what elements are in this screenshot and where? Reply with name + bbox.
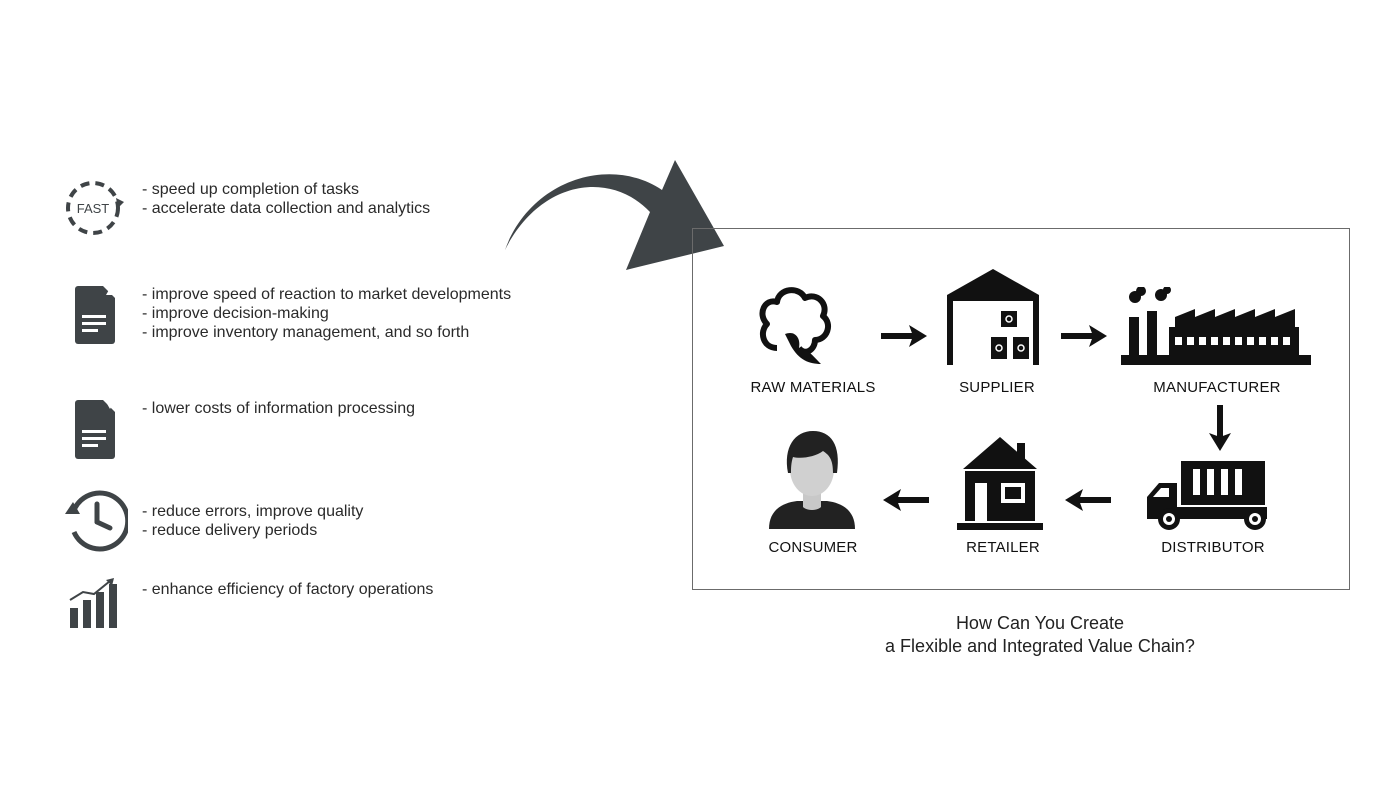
node-label-consumer: CONSUMER: [768, 539, 858, 556]
node-label-supplier: SUPPLIER: [959, 379, 1035, 396]
svg-text:FAST: FAST: [77, 201, 110, 216]
caption-line-2: a Flexible and Integrated Value Chain?: [885, 636, 1195, 656]
growth-chart-icon: [62, 578, 128, 630]
benefit-line: - improve decision-making: [142, 305, 329, 322]
benefit-line: - reduce errors, improve quality: [142, 503, 364, 520]
benefit-line: - lower costs of information processing: [142, 400, 415, 417]
benefit-line: - improve speed of reaction to market de…: [142, 286, 512, 303]
node-label-raw-materials: RAW MATERIALS: [750, 379, 876, 396]
arrow-left-icon: [1065, 489, 1111, 511]
document-down-icon: [62, 398, 128, 460]
fast-clock-icon: FAST: [62, 180, 128, 238]
history-clock-icon: [62, 488, 128, 552]
benefit-item-errors: - reduce errors, improve quality - reduc…: [62, 488, 363, 552]
factory-icon: [1121, 287, 1311, 365]
arrow-down-icon: [1209, 405, 1231, 451]
diagram-caption: How Can You Create a Flexible and Integr…: [840, 612, 1240, 658]
benefit-line: - enhance efficiency of factory operatio…: [142, 581, 434, 598]
node-label-manufacturer: MANUFACTURER: [1153, 379, 1281, 396]
benefit-item-reaction: - improve speed of reaction to market de…: [62, 285, 511, 345]
store-icon: [957, 437, 1043, 530]
document-up-icon: [62, 285, 128, 345]
node-label-retailer: RETAILER: [966, 539, 1040, 556]
curved-arrow-icon: [505, 160, 724, 270]
truck-icon: [1147, 461, 1267, 530]
caption-line-1: How Can You Create: [955, 613, 1125, 633]
benefit-line: - improve inventory management, and so f…: [142, 324, 470, 341]
cotton-icon: [759, 287, 832, 364]
value-chain-panel: RAW MATERIALS SUPPLIER MANUFA: [692, 228, 1350, 590]
arrow-right-icon: [1061, 325, 1107, 347]
benefit-line: - reduce delivery periods: [142, 522, 318, 539]
benefit-item-efficiency: - enhance efficiency of factory operatio…: [62, 578, 433, 630]
benefit-item-fast: FAST - speed up completion of tasks - ac…: [62, 180, 430, 238]
warehouse-icon: [947, 269, 1039, 365]
benefit-line: - speed up completion of tasks: [142, 181, 360, 198]
benefit-item-costs: - lower costs of information processing: [62, 398, 415, 460]
node-label-distributor: DISTRIBUTOR: [1161, 539, 1265, 556]
person-icon: [769, 431, 855, 529]
arrow-right-icon: [881, 325, 927, 347]
benefit-line: - accelerate data collection and analyti…: [142, 200, 431, 217]
arrow-left-icon: [883, 489, 929, 511]
